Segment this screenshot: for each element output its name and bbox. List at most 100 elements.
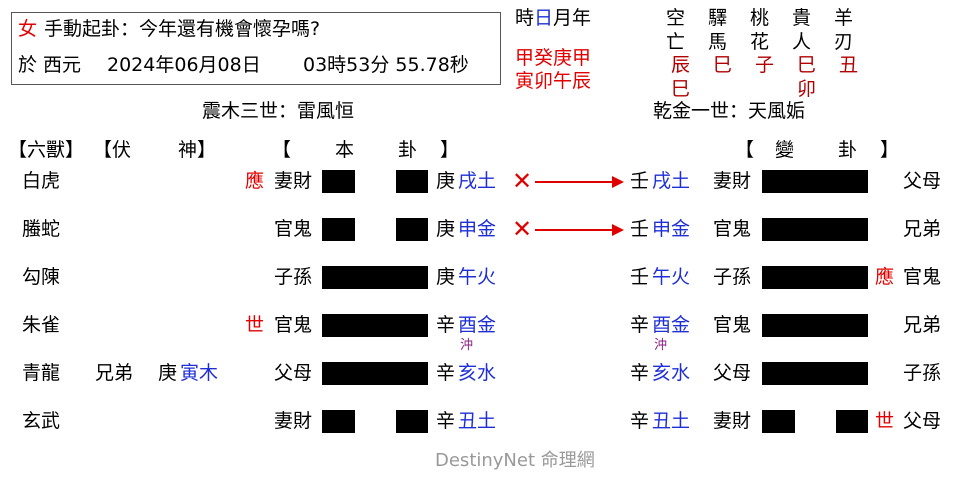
shi-label-post: 月年 xyxy=(553,7,592,29)
ben-gua-name: 震木三世：雷風恒 xyxy=(202,100,355,122)
gender-label: 女 xyxy=(18,18,38,40)
arrow-right-icon xyxy=(535,181,613,183)
arrow-right-icon xyxy=(535,229,613,231)
ben-shi-ying-marker: 應 xyxy=(245,170,265,192)
shensha-value: 卯 xyxy=(797,78,817,100)
x-mark-icon: ✕ xyxy=(512,215,533,243)
ben-stem: 庚 xyxy=(436,170,456,192)
bian-relation: 官鬼 xyxy=(713,218,752,240)
bian-branch: 午火 xyxy=(652,266,691,288)
ben-stem: 庚 xyxy=(436,218,456,240)
beast-label: 青龍 xyxy=(22,362,61,384)
ben-branch: 申金 xyxy=(458,218,497,240)
bian-liuqin: 父母 xyxy=(903,410,942,432)
bian-shi-ying-marker: 應 xyxy=(875,266,895,288)
arrow-head-icon xyxy=(612,224,624,236)
bian-yang-line xyxy=(762,362,868,385)
ganzhi-branches: 寅卯午辰 xyxy=(515,70,592,92)
shensha-value: 巳 xyxy=(797,54,817,76)
shensha-label: 貴 xyxy=(792,7,812,29)
time-text: 03時53分 55.78秒 xyxy=(303,54,469,76)
bian-stem: 辛 xyxy=(630,314,650,336)
bian-yang-line xyxy=(762,314,868,337)
beast-label: 白虎 xyxy=(22,170,61,192)
bian-branch: 申金 xyxy=(652,218,691,240)
beast-label: 玄武 xyxy=(22,410,61,432)
shensha-value: 子 xyxy=(755,54,775,76)
ben-branch: 丑土 xyxy=(458,410,497,432)
bian-branch: 丑土 xyxy=(652,410,691,432)
ben-yin-line-left xyxy=(322,170,355,193)
ben-branch: 酉金 xyxy=(458,314,497,336)
beast-label: 朱雀 xyxy=(22,314,61,336)
bian-yin-line-left xyxy=(762,410,795,433)
date-prefix: 於 西元 xyxy=(18,54,82,76)
bian-header-mid1: 變 xyxy=(775,139,795,161)
ben-yin-line-right xyxy=(396,410,428,433)
question-text: 手動起卦：今年還有機會懷孕嗎? xyxy=(44,18,321,40)
arrow-head-icon xyxy=(612,176,624,188)
ben-relation: 子孫 xyxy=(274,266,313,288)
ben-yin-line-left xyxy=(322,218,355,241)
bian-stem: 壬 xyxy=(630,218,650,240)
bian-header-close: 】 xyxy=(880,139,900,161)
bian-stem: 壬 xyxy=(630,170,650,192)
shi-label-pre: 時 xyxy=(515,7,535,29)
info-box xyxy=(11,12,501,85)
liushou-header: 【六獸】 xyxy=(8,139,85,161)
ben-stem: 辛 xyxy=(436,362,456,384)
bian-branch: 酉金 xyxy=(652,314,691,336)
bian-shi-ying-marker: 世 xyxy=(875,410,895,432)
bian-branch: 戌土 xyxy=(652,170,691,192)
shensha-value: 巳 xyxy=(713,54,733,76)
ben-yin-line-right xyxy=(396,218,428,241)
bian-relation: 父母 xyxy=(713,362,752,384)
bian-chong-mark: 沖 xyxy=(654,338,668,353)
ben-header-mid1: 本 xyxy=(335,139,355,161)
ben-header-mid2: 卦 xyxy=(398,139,418,161)
bian-header-open: 【 xyxy=(735,139,755,161)
fushen-branch: 寅木 xyxy=(180,362,219,384)
bian-liuqin: 兄弟 xyxy=(903,218,942,240)
ben-yin-line-left xyxy=(322,410,355,433)
ben-header-open: 【 xyxy=(272,139,292,161)
bian-relation: 妻財 xyxy=(713,410,752,432)
shensha-value: 辰 xyxy=(671,54,691,76)
ben-yang-line xyxy=(322,362,428,385)
bian-liuqin: 子孫 xyxy=(903,362,942,384)
ben-stem: 辛 xyxy=(436,314,456,336)
shensha-value: 巳 xyxy=(671,78,691,100)
bian-branch: 亥水 xyxy=(652,362,691,384)
ben-relation: 妻財 xyxy=(274,410,313,432)
ben-chong-mark: 沖 xyxy=(460,338,474,353)
shensha-label: 刃 xyxy=(834,31,854,53)
bian-liuqin: 兄弟 xyxy=(903,314,942,336)
bian-stem: 辛 xyxy=(630,362,650,384)
footer-brand: DestinyNet 命理網 xyxy=(435,450,595,471)
ben-stem: 庚 xyxy=(436,266,456,288)
shensha-label: 空 xyxy=(666,7,686,29)
x-mark-icon: ✕ xyxy=(512,167,533,195)
ganzhi-stems: 甲癸庚甲 xyxy=(515,47,592,69)
bian-yang-line xyxy=(762,170,868,193)
shi-label: 時日月年 xyxy=(515,9,591,28)
bian-stem: 辛 xyxy=(630,410,650,432)
bian-stem: 壬 xyxy=(630,266,650,288)
shensha-label: 人 xyxy=(792,31,812,53)
bian-header-mid2: 卦 xyxy=(838,139,858,161)
shensha-label: 桃 xyxy=(750,7,770,29)
bian-gua-name: 乾金一世：天風姤 xyxy=(653,100,806,122)
beast-label: 勾陳 xyxy=(22,266,61,288)
ben-branch: 午火 xyxy=(458,266,497,288)
bian-liuqin: 父母 xyxy=(903,170,942,192)
fushen-header-open: 【伏 xyxy=(93,139,132,161)
shensha-label: 花 xyxy=(750,31,770,53)
ben-stem: 辛 xyxy=(436,410,456,432)
beast-label: 螣蛇 xyxy=(22,218,61,240)
shensha-value: 丑 xyxy=(839,54,859,76)
bian-yin-line-right xyxy=(836,410,868,433)
shensha-label: 驛 xyxy=(708,7,728,29)
date-text: 2024年06月08日 xyxy=(107,54,261,76)
shensha-label: 亡 xyxy=(666,31,686,53)
shensha-label: 羊 xyxy=(834,7,854,29)
